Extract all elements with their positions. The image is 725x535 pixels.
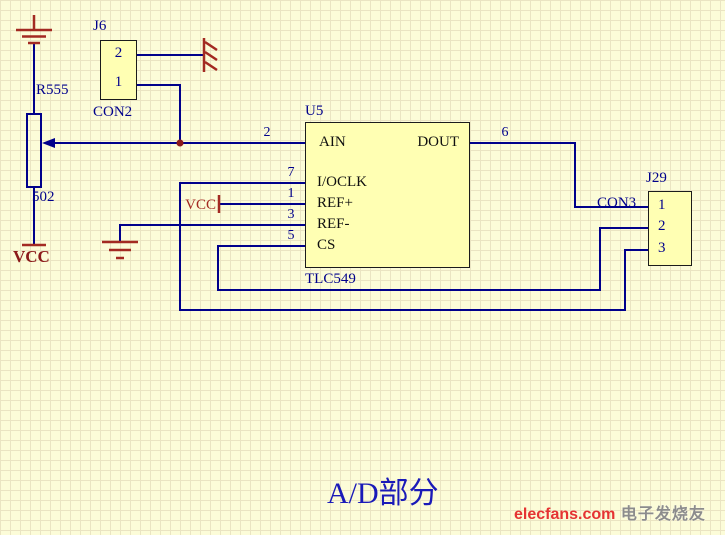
watermark: elecfans.com 电子发烧友 xyxy=(514,500,706,524)
u5-designator: U5 xyxy=(305,103,324,119)
u5-part: TLC549 xyxy=(305,271,356,287)
j6-pin-2-label: 2 xyxy=(114,45,123,61)
wire-j6pin1-to-junction xyxy=(137,84,181,143)
wire-dout-to-j29pin1 xyxy=(470,142,648,208)
watermark-brand: elecfans.com xyxy=(514,506,616,523)
ic-u5: AIN DOUT I/OCLK REF+ REF- CS xyxy=(305,122,470,268)
u5-pin-refminus: REF- xyxy=(317,216,350,232)
potentiometer-body xyxy=(26,113,42,188)
u5-pin1-number: 1 xyxy=(287,186,295,201)
u5-pin7-number: 7 xyxy=(287,165,295,180)
wire-refminus-to-ground xyxy=(119,224,305,242)
j29-pin-1-label: 1 xyxy=(658,197,666,213)
connector-j6: 2 1 xyxy=(100,40,137,100)
u5-pin-ain: AIN xyxy=(319,134,346,150)
watermark-suffix: 电子发烧友 xyxy=(615,506,706,523)
j29-pin-3-label: 3 xyxy=(658,240,666,256)
wire-ioclk-to-j29pin3 xyxy=(179,182,648,311)
vcc-mid-label: VCC xyxy=(185,197,216,213)
r555-value: 502 xyxy=(32,189,55,205)
u5-pin2-number: 2 xyxy=(263,125,271,140)
u5-pin6-number: 6 xyxy=(501,125,509,140)
wiper-arrow-icon xyxy=(42,138,55,148)
r555-designator: R555 xyxy=(36,82,69,98)
j29-pin-2-label: 2 xyxy=(658,218,666,234)
junction-dot xyxy=(176,139,184,147)
earth-ground2-icon xyxy=(102,240,138,260)
u5-pin-ioclk: I/OCLK xyxy=(317,174,367,190)
hatched-ground-icon xyxy=(202,38,218,72)
sheet-title: A/D部分 xyxy=(327,477,439,510)
wire-cs-to-j29pin2 xyxy=(217,227,648,291)
j6-part: CON2 xyxy=(93,104,133,120)
j6-designator: J6 xyxy=(93,18,107,34)
j6-pin-1-label: 1 xyxy=(114,74,123,90)
j29-designator: J29 xyxy=(646,170,667,186)
u5-pin-dout: DOUT xyxy=(417,134,459,150)
u5-pin5-number: 5 xyxy=(287,228,295,243)
u5-pin-cs: CS xyxy=(317,237,336,253)
connector-j29: 1 2 3 xyxy=(648,191,692,266)
earth-ground-icon xyxy=(16,15,52,45)
vcc-bottom-label: VCC xyxy=(13,247,50,266)
j29-part: CON3 xyxy=(597,195,637,211)
u5-pin3-number: 3 xyxy=(287,207,295,222)
u5-pin-refplus: REF+ xyxy=(317,195,353,211)
